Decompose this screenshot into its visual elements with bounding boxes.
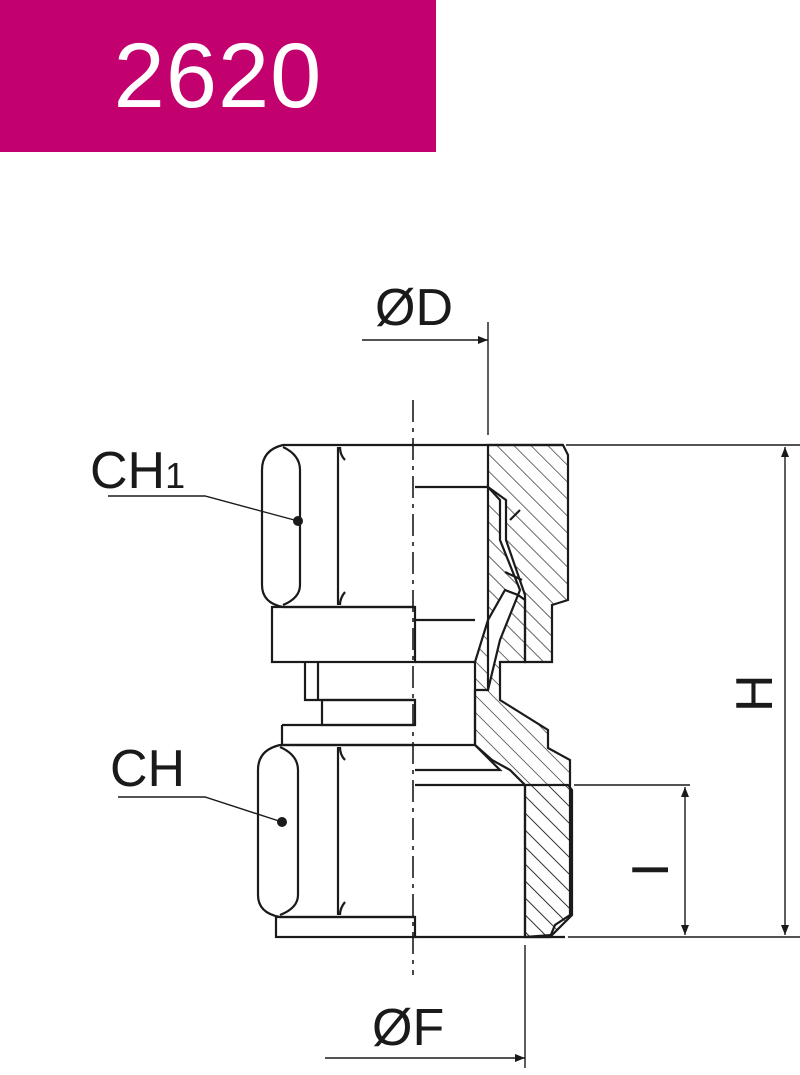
section-view — [415, 443, 574, 939]
label-outer-diameter: ØF — [372, 999, 444, 1057]
dimension-total-height: H — [566, 444, 800, 938]
upper-collar — [270, 605, 475, 664]
dimension-bore-diameter: ØD — [362, 279, 489, 435]
ch1-leader-line — [108, 495, 299, 522]
label-bore-diameter: ØD — [375, 279, 453, 337]
label-hex-upper-main: CH — [90, 442, 165, 500]
label-thread-length: I — [622, 863, 680, 877]
product-code-banner: 2620 — [0, 0, 436, 152]
label-hex-lower: CH — [110, 740, 185, 798]
upper-hex-nut — [260, 443, 415, 609]
product-code: 2620 — [113, 25, 323, 127]
label-hex-upper-sub: 1 — [165, 455, 185, 496]
label-total-height: H — [726, 674, 784, 712]
middle-sleeve — [280, 662, 417, 747]
ch-leader-line — [118, 796, 283, 823]
label-hex-upper: CH1 — [90, 442, 185, 500]
dimension-outer-diameter: ØF — [325, 945, 526, 1068]
lower-hex-nut — [256, 743, 417, 939]
dimension-thread-length: I — [574, 784, 690, 935]
